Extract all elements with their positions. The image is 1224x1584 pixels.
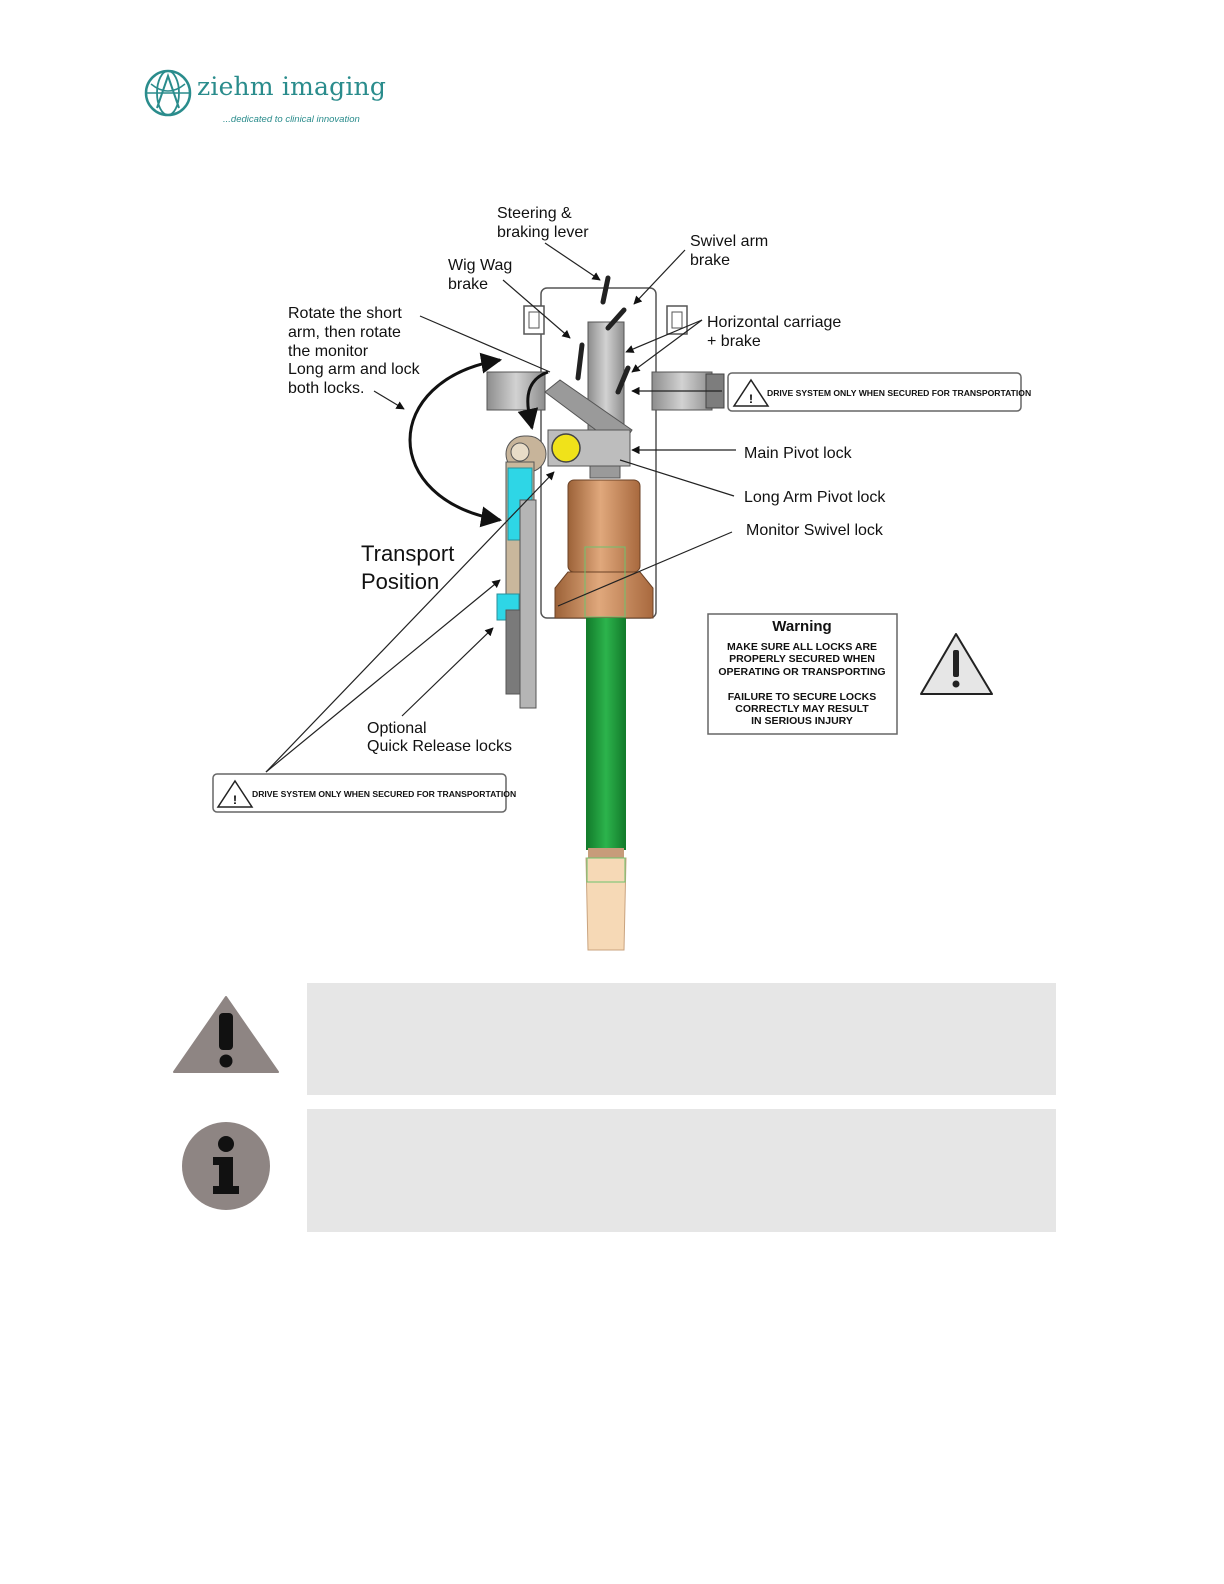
info-circle-icon	[182, 1122, 270, 1210]
label-monitor-swivel: Monitor Swivel lock	[746, 522, 884, 539]
warning-line-4: FAILURE TO SECURE LOCKS	[728, 691, 877, 703]
warning-line-3: OPERATING OR TRANSPORTING	[718, 666, 885, 678]
caution-triangle-icon	[732, 378, 770, 407]
label-optional-2: Quick Release locks	[367, 738, 512, 755]
monitor-housing	[554, 479, 654, 619]
short-arm	[496, 435, 547, 709]
drive-label-right: ! DRIVE SYSTEM ONLY WHEN SECURED FOR TRA…	[727, 372, 1031, 412]
transport-lock-diagram: Steering & braking lever Swivel arm brak…	[212, 205, 1031, 951]
warning-line-5: CORRECTLY MAY RESULT	[735, 703, 869, 715]
vertical-column	[544, 321, 633, 479]
drive-label-right-text: DRIVE SYSTEM ONLY WHEN SECURED FOR TRANS…	[767, 388, 1031, 398]
leader-lines	[265, 242, 736, 773]
label-wigwag-2: brake	[448, 276, 488, 293]
label-rotate-1: Rotate the short	[288, 305, 402, 322]
logo-tagline: ...dedicated to clinical innovation	[223, 114, 360, 125]
label-optional-1: Optional	[367, 720, 427, 737]
warning-box-title: Warning	[772, 618, 831, 635]
label-horizontal-1: Horizontal carriage	[707, 314, 841, 331]
label-long-arm-pivot: Long Arm Pivot lock	[744, 489, 886, 506]
label-transport-1: Transport	[361, 541, 454, 566]
label-transport-2: Position	[361, 569, 439, 594]
label-wigwag-1: Wig Wag	[448, 257, 512, 274]
drive-label-left-text: DRIVE SYSTEM ONLY WHEN SECURED FOR TRANS…	[252, 789, 516, 799]
label-horizontal-2: + brake	[707, 333, 761, 350]
drive-label-left: ! DRIVE SYSTEM ONLY WHEN SECURED FOR TRA…	[212, 773, 516, 813]
info-notice-box	[307, 1109, 1056, 1232]
brake-levers	[575, 275, 631, 395]
label-steering-1: Steering &	[497, 205, 572, 222]
label-swivel-2: brake	[690, 252, 730, 269]
label-rotate-2: arm, then rotate	[288, 324, 401, 341]
callout-labels: Steering & braking lever Swivel arm brak…	[288, 205, 886, 755]
logo-globe-icon	[144, 69, 192, 117]
label-rotate-5: both locks.	[288, 380, 364, 397]
caution-triangle-icon	[216, 779, 254, 808]
warning-line-6: IN SERIOUS INJURY	[751, 715, 853, 727]
label-rotate-4: Long arm and lock	[288, 361, 421, 378]
warning-notice-box	[307, 983, 1056, 1095]
logo-wordmark: ziehm imaging	[197, 72, 387, 101]
rotation-arrows	[408, 352, 549, 528]
detector-end	[585, 848, 627, 951]
warning-line-2: PROPERLY SECURED WHEN	[729, 653, 875, 665]
label-main-pivot: Main Pivot lock	[744, 445, 853, 462]
warning-line-1: MAKE SURE ALL LOCKS ARE	[727, 641, 877, 653]
long-arm-green	[586, 618, 626, 850]
svg-text:!: !	[749, 392, 753, 406]
label-steering-2: braking lever	[497, 224, 589, 241]
svg-text:!: !	[233, 793, 237, 807]
large-caution-icon	[920, 633, 993, 695]
warning-triangle-icon	[173, 996, 279, 1073]
warning-box: Warning MAKE SURE ALL LOCKS ARE PROPERLY…	[707, 613, 898, 735]
label-rotate-3: the monitor	[288, 343, 369, 360]
company-logo: ziehm imaging ...dedicated to clinical i…	[143, 66, 387, 130]
label-swivel-1: Swivel arm	[690, 233, 768, 250]
